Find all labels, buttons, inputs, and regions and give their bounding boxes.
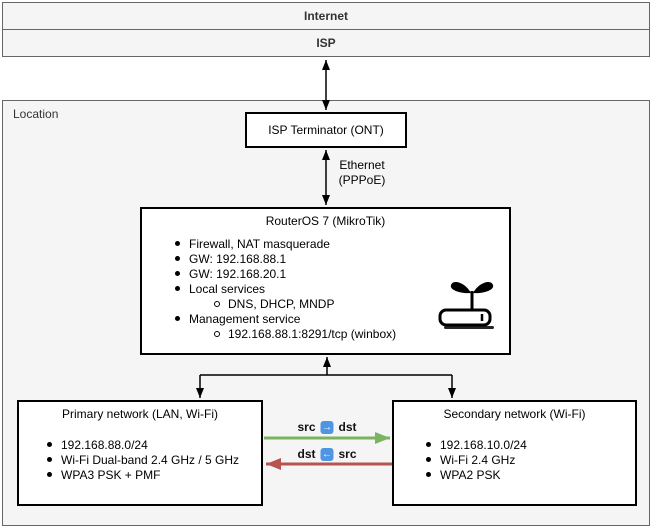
list-item: Wi-Fi Dual-band 2.4 GHz / 5 GHz bbox=[19, 452, 261, 467]
bullet-icon bbox=[47, 472, 52, 477]
internet-label: Internet bbox=[303, 9, 348, 23]
bullet-icon bbox=[175, 256, 180, 261]
list-item: 192.168.88.0/24 bbox=[19, 437, 261, 452]
primary-network-list: 192.168.88.0/24 Wi-Fi Dual-band 2.4 GHz … bbox=[19, 437, 261, 482]
isp-label: ISP bbox=[316, 36, 336, 50]
list-subitem: DNS, DHCP, MNDP bbox=[142, 296, 509, 311]
bullet-icon bbox=[175, 271, 180, 276]
bullet-icon bbox=[47, 457, 52, 462]
list-item: Firewall, NAT masquerade bbox=[142, 236, 509, 251]
primary-network-node: Primary network (LAN, Wi-Fi) 192.168.88.… bbox=[17, 400, 263, 506]
secondary-network-title: Secondary network (Wi-Fi) bbox=[443, 407, 586, 421]
list-item: 192.168.10.0/24 bbox=[394, 437, 635, 452]
ont-title: ISP Terminator (ONT) bbox=[268, 123, 384, 137]
wireless-router-icon bbox=[438, 281, 494, 329]
bullet-icon bbox=[175, 316, 180, 321]
bullet-icon bbox=[426, 457, 431, 462]
wan-link-label: Ethernet (PPPoE) bbox=[338, 158, 386, 187]
bullet-icon bbox=[426, 442, 431, 447]
list-subitem: 192.168.88.1:8291/tcp (winbox) bbox=[142, 326, 509, 341]
primary-network-title: Primary network (LAN, Wi-Fi) bbox=[61, 407, 218, 421]
right-arrow-icon: → bbox=[320, 420, 334, 434]
circle-bullet-icon bbox=[214, 300, 220, 307]
bullet-icon bbox=[426, 472, 431, 477]
left-arrow-icon: ← bbox=[320, 447, 334, 461]
router-feature-list: Firewall, NAT masquerade GW: 192.168.88.… bbox=[142, 236, 509, 341]
secondary-network-node: Secondary network (Wi-Fi) 192.168.10.0/2… bbox=[392, 400, 637, 506]
secondary-network-list: 192.168.10.0/24 Wi-Fi 2.4 GHz WPA2 PSK bbox=[394, 437, 635, 482]
router-node: RouterOS 7 (MikroTik) Firewall, NAT masq… bbox=[140, 207, 511, 355]
bullet-icon bbox=[175, 286, 180, 291]
internet-zone: Internet bbox=[2, 2, 650, 30]
flow-label-forward: src → dst bbox=[297, 420, 357, 434]
flow-label-reverse: dst ← src bbox=[297, 447, 357, 461]
isp-zone: ISP bbox=[2, 29, 650, 57]
list-item: WPA2 PSK bbox=[394, 467, 635, 482]
router-title: RouterOS 7 (MikroTik) bbox=[265, 214, 386, 228]
list-item: GW: 192.168.20.1 bbox=[142, 266, 509, 281]
list-item: Wi-Fi 2.4 GHz bbox=[394, 452, 635, 467]
list-item: Local services bbox=[142, 281, 509, 296]
bullet-icon bbox=[175, 241, 180, 246]
circle-bullet-icon bbox=[214, 330, 220, 337]
list-item: Management service bbox=[142, 311, 509, 326]
location-label: Location bbox=[13, 107, 59, 121]
ont-node: ISP Terminator (ONT) bbox=[245, 112, 407, 148]
list-item: GW: 192.168.88.1 bbox=[142, 251, 509, 266]
list-item: WPA3 PSK + PMF bbox=[19, 467, 261, 482]
bullet-icon bbox=[47, 442, 52, 447]
